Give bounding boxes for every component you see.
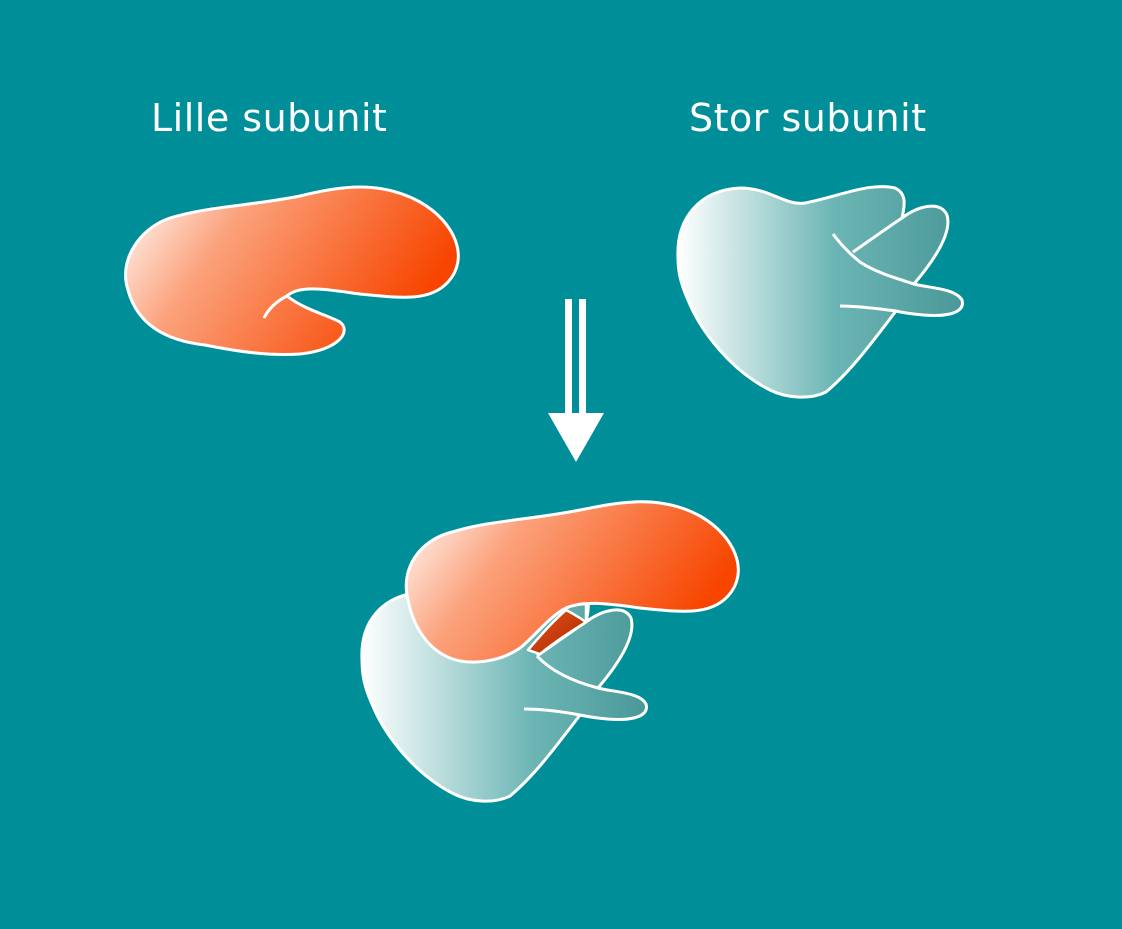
small-subunit-label: Lille subunit bbox=[151, 96, 388, 140]
large-subunit-shape bbox=[676, 185, 964, 399]
assembly-arrow bbox=[548, 299, 604, 462]
large-subunit-label: Stor subunit bbox=[689, 96, 927, 140]
subunit-interface bbox=[526, 608, 588, 656]
assembled-small-subunit bbox=[404, 500, 740, 664]
small-subunit-shape bbox=[124, 185, 460, 357]
assembled-ribosome bbox=[360, 500, 740, 803]
